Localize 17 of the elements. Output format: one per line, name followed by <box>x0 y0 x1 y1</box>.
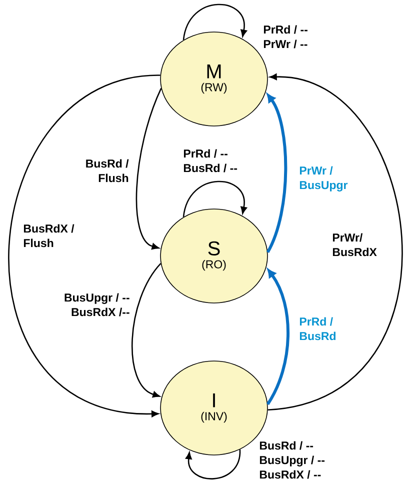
transition-arrow <box>266 94 288 253</box>
transition-arrow <box>136 88 162 250</box>
transition-arrow <box>8 74 160 418</box>
edge-label: PrWr / BusUpgr <box>300 166 348 192</box>
transition-arrow <box>182 4 247 40</box>
transition-arrow <box>268 74 402 411</box>
transition-arrow <box>182 180 247 218</box>
edge-label: PrRd / BusRd <box>300 317 336 340</box>
transition-arrow <box>266 269 290 406</box>
edge-label: BusRd / -- BusUpgr / -- BusRdX / -- <box>260 441 325 479</box>
edge-label: PrRd / -- BusRd / -- <box>184 149 238 172</box>
edge-label: BusRd / Flush <box>86 159 129 182</box>
edge-label: BusUpgr / -- BusRdX /-- <box>64 293 130 316</box>
transition-arrow <box>132 263 162 398</box>
transition-arrow <box>186 450 241 480</box>
edge-label: BusRdX / Flush <box>24 224 74 248</box>
edge-label: PrWr/ BusRdX <box>332 233 377 256</box>
